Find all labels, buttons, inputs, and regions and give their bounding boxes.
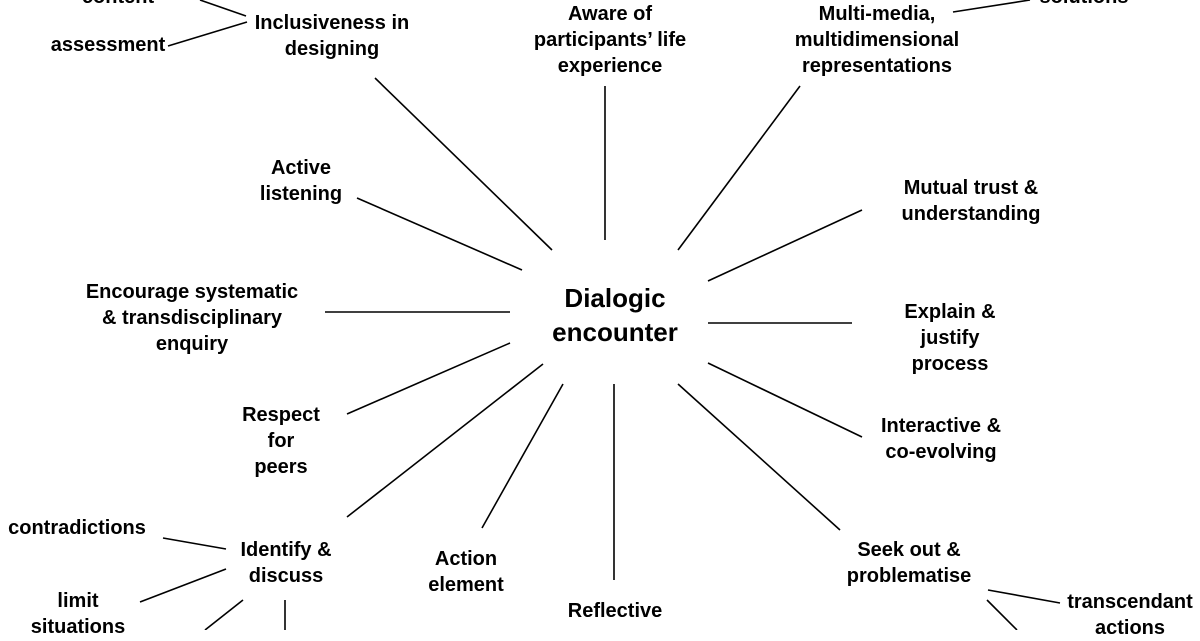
- node-action-line2: element: [428, 574, 504, 596]
- spoke-inclusiveness: [374, 77, 553, 251]
- node-mutual-trust-line1: Mutual trust &: [903, 177, 1039, 199]
- node-aware-line3: experience: [557, 55, 663, 77]
- node-interactive-line1: Interactive &: [880, 415, 1002, 437]
- subnode-content: content: [82, 0, 154, 10]
- node-encourage-line3: enquiry: [155, 333, 229, 355]
- spoke-identify: [346, 363, 544, 518]
- branch-content: [199, 0, 247, 17]
- center-line2: encounter: [552, 317, 678, 347]
- subnode-solutions-text: solutions: [1040, 0, 1129, 10]
- node-multimedia-line3: representations: [801, 55, 953, 77]
- node-inclusiveness-line1: Inclusiveness in: [254, 12, 410, 34]
- node-respect-line3: peers: [254, 456, 308, 478]
- subnode-assessment-text: assessment: [50, 34, 166, 56]
- node-multimedia-line1: Multi-media,: [818, 3, 936, 25]
- branch-solutions: [952, 0, 1031, 13]
- spoke-action: [481, 383, 564, 529]
- center-node-dialogic-encounter: Dialogic encounter: [552, 281, 678, 349]
- spoke-active-listening: [356, 197, 523, 271]
- node-respect-line1: Respect: [242, 404, 320, 426]
- node-inclusiveness-line2: designing: [284, 38, 380, 60]
- node-active-listening: Active listening: [260, 155, 342, 207]
- node-seek-line2: problematise: [846, 565, 972, 587]
- subnode-transcendant-line2: actions: [1094, 617, 1166, 639]
- spoke-mutual-trust: [707, 209, 863, 282]
- subnode-content-text: content: [82, 0, 154, 10]
- subnode-transcendant: transcendant actions: [1067, 589, 1193, 641]
- subnode-contradictions: contradictions: [8, 515, 146, 541]
- node-identify-line2: discuss: [248, 565, 324, 587]
- node-aware: Aware of participants’ life experience: [534, 1, 686, 79]
- node-mutual-trust-line2: understanding: [901, 203, 1041, 225]
- node-multimedia: Multi-media, multidimensional representa…: [795, 1, 959, 79]
- node-multimedia-line2: multidimensional: [794, 29, 960, 51]
- node-interactive: Interactive & co-evolving: [881, 413, 1001, 465]
- branch-limit: [139, 568, 227, 603]
- node-reflective-line1: Reflective: [567, 600, 663, 622]
- subnode-limit-line1: limit: [57, 590, 99, 612]
- node-encourage: Encourage systematic & transdisciplinary…: [86, 279, 298, 357]
- node-explain-line3: process: [911, 353, 989, 375]
- spoke-multimedia: [677, 85, 801, 251]
- node-aware-line2: participants’ life: [533, 29, 687, 51]
- node-action: Action element: [428, 546, 504, 598]
- node-seek: Seek out & problematise: [847, 537, 971, 589]
- subnode-transcendant-line1: transcendant: [1067, 591, 1193, 613]
- center-line1: Dialogic: [564, 283, 666, 313]
- branch-assessment: [167, 21, 248, 47]
- node-respect-line2: for: [267, 430, 295, 452]
- branch-contradictions: [162, 537, 227, 550]
- node-reflective: Reflective: [568, 598, 663, 624]
- node-action-line1: Action: [434, 548, 498, 570]
- subnode-assessment: assessment: [51, 32, 166, 58]
- node-encourage-line1: Encourage systematic: [85, 281, 299, 303]
- node-interactive-line2: co-evolving: [885, 441, 997, 463]
- node-identify: Identify & discuss: [240, 537, 331, 589]
- subnode-solutions: solutions: [1040, 0, 1129, 10]
- spoke-respect: [346, 342, 511, 415]
- branch-transcendant: [987, 589, 1061, 604]
- node-explain: Explain & justify process: [904, 299, 995, 377]
- spoke-interactive: [707, 362, 863, 438]
- node-respect: Respect for peers: [242, 402, 320, 480]
- node-active-listening-line1: Active: [270, 157, 332, 179]
- spoke-seek: [677, 383, 841, 531]
- node-inclusiveness: Inclusiveness in designing: [255, 10, 410, 62]
- branch-seek-lower: [986, 599, 1018, 630]
- node-aware-line1: Aware of: [567, 3, 653, 25]
- node-mutual-trust: Mutual trust & understanding: [902, 175, 1041, 227]
- node-identify-line1: Identify &: [240, 539, 332, 561]
- node-explain-line2: justify: [920, 327, 980, 349]
- subnode-limit-line2: situations: [30, 616, 126, 638]
- node-seek-line1: Seek out &: [857, 539, 961, 561]
- subnode-contradictions-text: contradictions: [8, 517, 146, 539]
- node-active-listening-line2: listening: [259, 183, 343, 205]
- subnode-limit: limit situations: [31, 588, 125, 640]
- node-explain-line1: Explain &: [904, 301, 996, 323]
- node-encourage-line2: & transdisciplinary: [101, 307, 283, 329]
- branch-identify-lower-left: [204, 599, 244, 630]
